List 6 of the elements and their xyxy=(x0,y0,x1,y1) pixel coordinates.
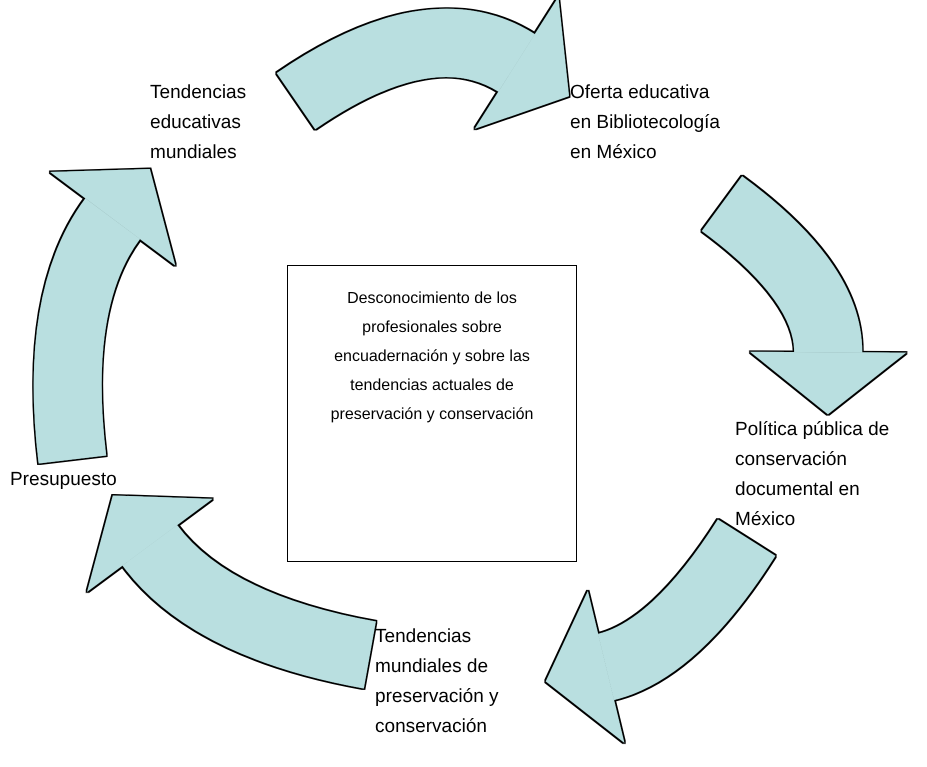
cycle-label: Presupuesto xyxy=(10,465,130,495)
cycle-label: Política pública de conservación documental en México xyxy=(735,415,905,535)
cycle-label: Tendencias mundiales de preservación y conservación xyxy=(375,622,545,742)
cycle-label: Oferta educativa en Bibliotecología en México xyxy=(570,78,720,168)
text-box: Desconocimiento de los profesionales sobre encuadernación y sobre las tendencias actuales de preservación y conservación xyxy=(287,265,577,562)
cycle-label: Tendencias educativas mundiales xyxy=(150,78,290,168)
